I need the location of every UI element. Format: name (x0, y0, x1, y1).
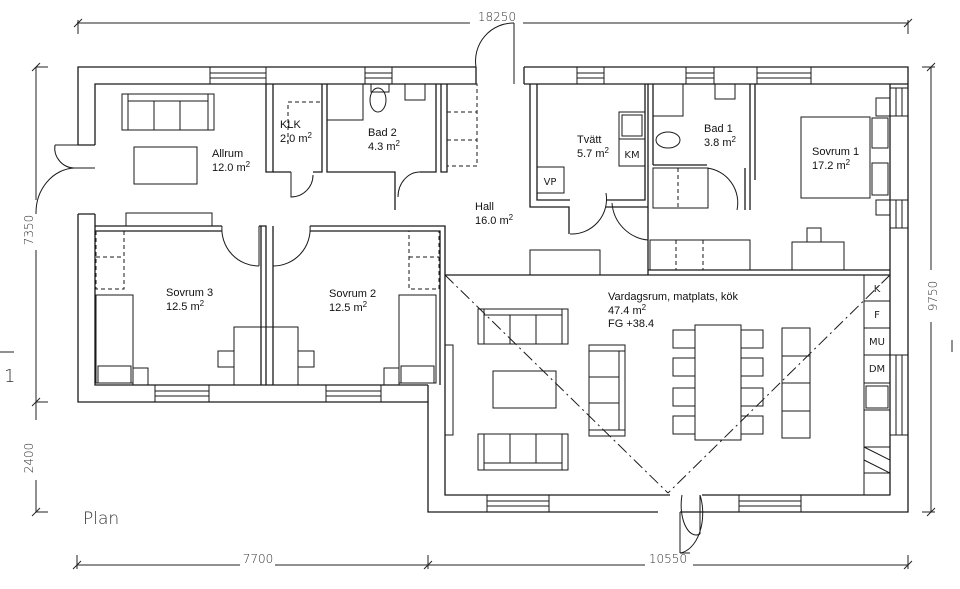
svg-text:47.4 m2: 47.4 m2 (608, 303, 647, 317)
svg-text:Allrum: Allrum (212, 148, 243, 160)
svg-text:Hall: Hall (475, 201, 494, 213)
appliance-mu: MU (869, 337, 885, 348)
dimension-left: 7350 2400 (22, 62, 48, 517)
plan-title: Plan (83, 509, 119, 529)
svg-text:16.0 m2: 16.0 m2 (475, 213, 514, 227)
doors (35, 22, 739, 554)
appliance-f: F (874, 310, 880, 321)
dim-left-lower: 2400 (22, 443, 36, 474)
appliance-km: KM (624, 150, 639, 161)
room-sovrum-3: Sovrum 3 12.5 m2 (166, 287, 213, 313)
room-tvatt: Tvätt 5.7 m2 (577, 134, 610, 160)
room-bad-2: Bad 2 4.3 m2 (368, 127, 401, 153)
svg-text:Tvätt: Tvätt (577, 134, 601, 146)
svg-text:Bad 2: Bad 2 (368, 127, 397, 139)
svg-text:Bad 1: Bad 1 (704, 123, 733, 135)
svg-text:12.5 m2: 12.5 m2 (329, 300, 368, 314)
dim-bottom-left: 7700 (243, 552, 274, 566)
room-klk: KLK 2.0 m2 (280, 119, 313, 145)
svg-text:5.7 m2: 5.7 m2 (577, 146, 610, 160)
room-vardagsrum: Vardagsrum, matplats, kök 47.4 m2 FG +38… (608, 291, 739, 330)
ceiling-lines (444, 274, 891, 494)
dimension-top: 18250 (73, 10, 913, 34)
furniture: KM VP (95, 83, 891, 496)
room-sovrum-2: Sovrum 2 12.5 m2 (329, 288, 376, 314)
svg-text:Sovrum 1: Sovrum 1 (812, 146, 859, 158)
appliance-dm: DM (869, 364, 885, 375)
svg-text:Sovrum 3: Sovrum 3 (166, 287, 213, 299)
dim-top-total: 18250 (478, 10, 516, 24)
svg-text:KLK: KLK (280, 119, 301, 131)
appliance-vp: VP (544, 177, 557, 188)
svg-text:12.5 m2: 12.5 m2 (166, 299, 205, 313)
svg-text:3.8 m2: 3.8 m2 (704, 135, 737, 149)
svg-text:4.3 m2: 4.3 m2 (368, 139, 401, 153)
section-marker: 1 (0, 351, 15, 387)
room-bad-1: Bad 1 3.8 m2 (704, 123, 737, 149)
dim-bottom-right: 10550 (649, 552, 687, 566)
dim-right-total: 9750 (926, 281, 940, 312)
svg-text:2.0 m2: 2.0 m2 (280, 131, 313, 145)
svg-text:Vardagsrum, matplats, kök: Vardagsrum, matplats, kök (608, 291, 739, 303)
svg-text:Sovrum 2: Sovrum 2 (329, 288, 376, 300)
room-sovrum-1: Sovrum 1 17.2 m2 (812, 146, 859, 172)
windows (154, 66, 909, 513)
svg-text:12.0 m2: 12.0 m2 (212, 160, 251, 174)
room-labels: Allrum 12.0 m2 KLK 2.0 m2 Bad 2 4.3 m2 H… (166, 119, 859, 330)
appliance-k: K (874, 284, 881, 295)
dim-left-upper: 7350 (22, 215, 36, 246)
svg-text:17.2 m2: 17.2 m2 (812, 158, 851, 172)
svg-text:FG +38.4: FG +38.4 (608, 318, 654, 330)
dimension-bottom: 7700 10550 (72, 552, 913, 570)
section-marker-label: 1 (4, 366, 15, 387)
room-hall: Hall 16.0 m2 (475, 201, 514, 227)
dimension-right: 9750 (922, 62, 953, 517)
room-allrum: Allrum 12.0 m2 (212, 148, 251, 174)
